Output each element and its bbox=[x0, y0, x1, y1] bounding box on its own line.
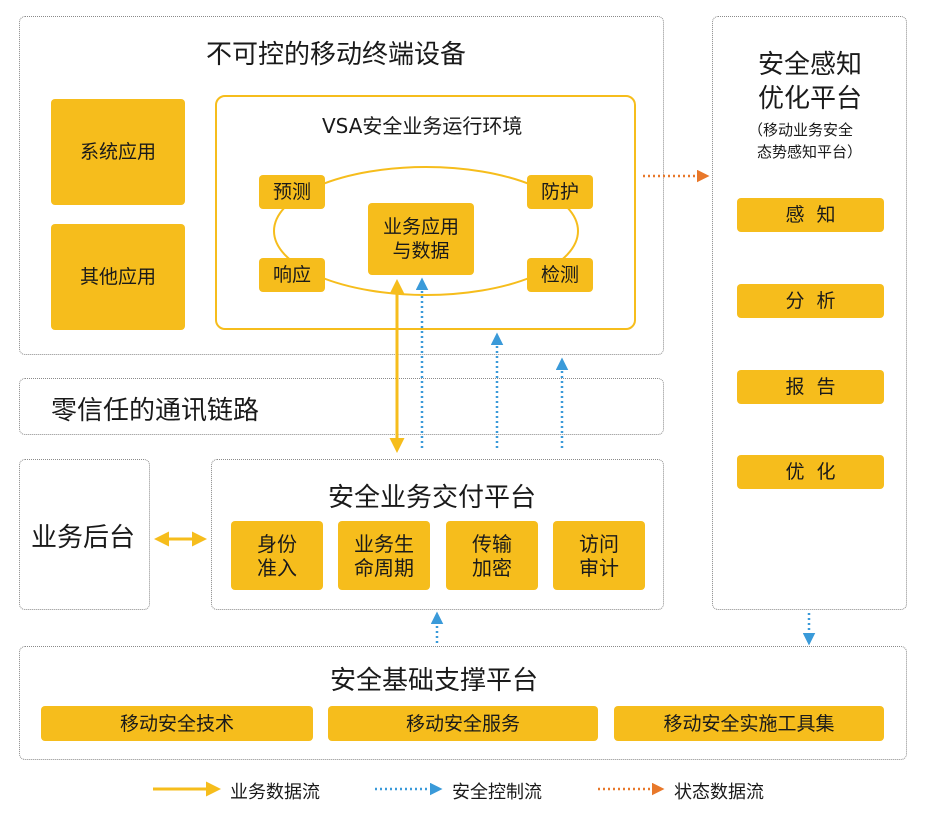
awareness-perceive-box: 感知 bbox=[737, 198, 884, 232]
respond-label: 响应 bbox=[272, 264, 311, 286]
foundation-platform-title: 安全基础支撑平台 bbox=[330, 666, 539, 696]
legend-control-label: 安全控制流 bbox=[452, 782, 542, 803]
business-lifecycle-line2: 命周期 bbox=[354, 555, 414, 580]
business-backend-panel bbox=[19, 459, 150, 610]
business-app-data-box: 业务应用 与数据 bbox=[368, 203, 474, 275]
access-audit-line2: 审计 bbox=[579, 555, 619, 580]
system-app-label: 系统应用 bbox=[79, 141, 156, 163]
delivery-platform-title: 安全业务交付平台 bbox=[328, 483, 537, 513]
awareness-platform-subtitle-line1: （移动业务安全 bbox=[748, 121, 854, 139]
legend-status-label: 状态数据流 bbox=[674, 782, 764, 803]
identity-access-box: 身份 准入 bbox=[231, 521, 323, 590]
awareness-report-box: 报告 bbox=[737, 370, 884, 404]
business-lifecycle-box: 业务生 命周期 bbox=[338, 521, 430, 590]
business-app-data-line2: 与数据 bbox=[392, 240, 450, 262]
vsa-environment-title: VSA安全业务运行环境 bbox=[322, 114, 523, 138]
identity-access-line2: 准入 bbox=[257, 555, 297, 580]
zero-trust-link-panel bbox=[19, 378, 664, 435]
legend-business-label: 业务数据流 bbox=[230, 782, 320, 803]
transport-encryption-box: 传输 加密 bbox=[446, 521, 538, 590]
other-app-box: 其他应用 bbox=[51, 224, 185, 330]
awareness-optimize-label: 优化 bbox=[785, 461, 848, 483]
detect-label: 检测 bbox=[540, 264, 579, 286]
mobile-security-toolset-box: 移动安全实施工具集 bbox=[614, 706, 884, 741]
system-app-box: 系统应用 bbox=[51, 99, 185, 205]
predict-box: 预测 bbox=[259, 175, 325, 209]
awareness-optimize-box: 优化 bbox=[737, 455, 884, 489]
awareness-analyze-box: 分析 bbox=[737, 284, 884, 318]
other-app-label: 其他应用 bbox=[79, 266, 156, 288]
business-lifecycle-line1: 业务生 bbox=[354, 531, 414, 556]
vsa-environment-box bbox=[215, 95, 636, 330]
predict-label: 预测 bbox=[272, 181, 311, 203]
protect-label: 防护 bbox=[540, 181, 579, 203]
zero-trust-link-title: 零信任的通讯链路 bbox=[51, 396, 260, 426]
foundation-platform-panel bbox=[19, 646, 907, 760]
awareness-analyze-label: 分析 bbox=[785, 290, 848, 312]
business-app-data-line1: 业务应用 bbox=[382, 216, 459, 238]
awareness-perceive-label: 感知 bbox=[785, 204, 848, 226]
detect-box: 检测 bbox=[527, 258, 593, 292]
awareness-platform-title-line2: 优化平台 bbox=[758, 84, 863, 114]
awareness-platform-subtitle-line2: 态势感知平台） bbox=[757, 143, 863, 161]
protect-box: 防护 bbox=[527, 175, 593, 209]
mobile-security-tech-label: 移动安全技术 bbox=[119, 712, 234, 735]
access-audit-box: 访问 审计 bbox=[553, 521, 645, 590]
access-audit-line1: 访问 bbox=[579, 531, 619, 556]
mobile-security-service-box: 移动安全服务 bbox=[328, 706, 598, 741]
terminal-device-title: 不可控的移动终端设备 bbox=[206, 40, 467, 70]
mobile-security-service-label: 移动安全服务 bbox=[405, 712, 520, 735]
awareness-report-label: 报告 bbox=[785, 376, 848, 398]
transport-encryption-line2: 加密 bbox=[472, 555, 512, 580]
business-backend-title: 业务后台 bbox=[31, 523, 136, 553]
respond-box: 响应 bbox=[259, 258, 325, 292]
transport-encryption-line1: 传输 bbox=[472, 531, 512, 556]
mobile-security-toolset-label: 移动安全实施工具集 bbox=[663, 712, 835, 735]
mobile-security-tech-box: 移动安全技术 bbox=[41, 706, 313, 741]
awareness-platform-title-line1: 安全感知 bbox=[758, 50, 863, 80]
identity-access-line1: 身份 bbox=[257, 531, 297, 556]
